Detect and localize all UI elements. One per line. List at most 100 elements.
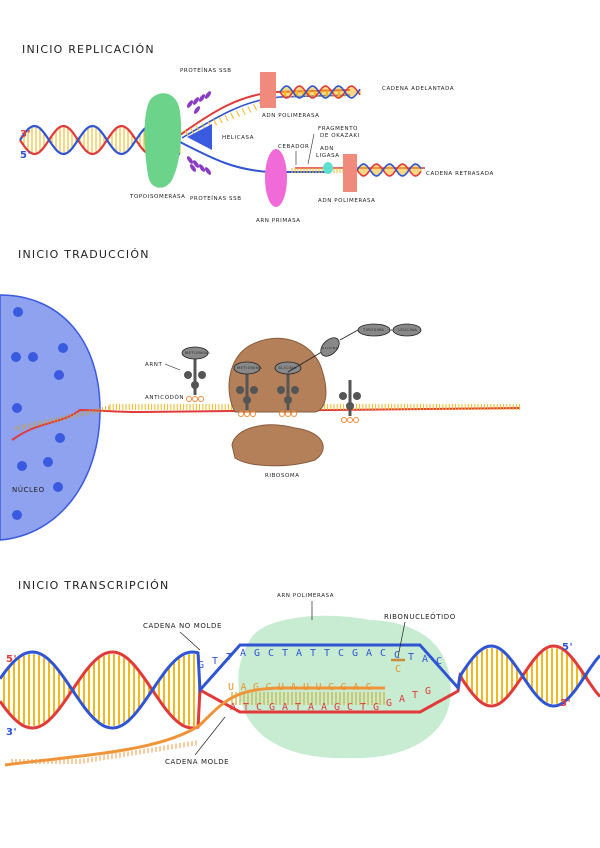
ssb-protein [192,97,200,105]
anticodon-base [192,396,198,402]
anticodon-label: ANTICODÓN [145,394,184,401]
template-base: C [256,702,262,713]
cebador-label: CEBADOR [278,144,309,150]
trna-loop [191,381,199,389]
nucleus-dot [54,370,64,380]
base-pair [247,106,252,113]
tx-3prime-right: 3' [560,698,571,709]
rna-base-letter: A [291,682,297,693]
non-template-base: A [422,654,428,665]
rna-strand [4,686,385,767]
base-pair [235,110,240,117]
arn-primasa-label: ARN PRIMASA [256,218,301,224]
template-base: C [347,702,353,713]
amino-acid-chain-2-label: TIROSINA [362,328,384,332]
nucleus-dot [13,307,23,317]
tx-5prime-left: 5' [6,654,17,665]
template-base: A [282,702,288,713]
translation-section: INICIO TRADUCCIÓN NÚCLEO RIBOSOMA METION… [0,248,521,541]
transcription-title: INICIO TRANSCRIPCIÓN [18,579,169,592]
ssb-proteins-top [186,91,212,114]
label-5prime: 5' [20,150,31,161]
base-pair [241,108,246,115]
left-dna-rungs [3,654,200,726]
ssb-protein [186,156,194,164]
rna-base-letter: U [316,682,322,693]
nucleo-label: NÚCLEO [12,485,45,494]
rna-base-letter: G [341,682,347,693]
base-pair [218,116,223,124]
non-template-base: C [436,656,442,667]
template-base: A [399,694,405,705]
rna-base-letter: C [366,682,372,693]
nucleus-dot [55,433,65,443]
non-template-base: C [268,648,274,659]
adn-ligasa-label-1: ADN [320,146,334,152]
translation-title: INICIO TRADUCCIÓN [18,248,150,261]
ssb-bottom-label: PROTEÍNAS SSB [190,195,242,202]
non-template-base: T [324,648,330,659]
ribonucleotido-pointer [397,621,406,658]
topoisomerasa-label: TOPOISOMERASA [129,194,186,200]
fragmento-okazaki-label-1: FRAGMENTO [318,126,358,132]
trna-loop [353,392,361,400]
trna-loop [291,386,299,394]
trna-molecules: METIONINA METIONINA GLICINA [181,346,361,423]
nucleus-dot [12,510,22,520]
rna-base-letter: U [278,682,284,693]
non-template-base: T [226,652,232,663]
cadena-molde-label: CADENA MOLDE [165,758,229,766]
mrna-strand [11,407,521,441]
ssb-protein [204,167,212,175]
amino-acid-label: GLICINA [278,366,296,370]
base-pair [224,114,229,122]
rna-base-letter: C [266,682,272,693]
template-base: T [243,702,249,713]
non-template-base: T [408,652,414,663]
trna-loop [346,402,354,410]
cadena-no-molde-label: CADENA NO MOLDE [143,622,222,630]
nucleus-dot [58,343,68,353]
non-template-base: G [198,660,204,671]
anticodon-base [250,411,256,417]
adn-polimerasa-top-shape [260,72,276,108]
ssb-protein [189,164,197,172]
non-template-strand [0,643,600,730]
right-dna-rungs [461,648,588,704]
rna-base-letter: U [228,682,234,693]
fragmento-okazaki-label-2: DE OKAZAKI [320,133,360,139]
non-template-base: C [338,648,344,659]
free-ribonucleotide-letter: C [395,664,401,675]
label-3prime: 3' [20,129,31,140]
trna-loop [236,386,244,394]
tx-3prime-left: 3' [6,727,17,738]
cadena-retrasada-label: CADENA RETRASADA [426,171,494,177]
arnt-label: ARNt [145,362,162,368]
template-base: G [373,702,379,713]
base-pair [253,104,258,111]
ssb-protein [204,91,212,99]
ssb-protein [198,164,206,172]
okazaki-pointer [307,133,315,165]
amino-acid [233,361,261,375]
amino-acid-chain-1 [320,337,340,357]
ssb-protein [193,106,201,114]
rna-base-letter: C [328,682,334,693]
ssb-proteins-bottom [186,156,212,175]
amino-acid-label: METIONINA [185,351,210,355]
template-base: A [308,702,314,713]
non-template-base: T [212,656,218,667]
anticodon-base [285,411,291,417]
adn-polimerasa-bottom-shape [343,154,357,192]
trna-loop [198,371,206,379]
topoisomerasa-shape [144,93,182,188]
amino-acid-label: METIONINA [237,366,262,370]
nucleus-dot [43,457,53,467]
base-pair [184,129,189,137]
cadena-adelantada-label: CADENA ADELANTADA [382,86,454,92]
trna-loop [184,371,192,379]
ribonucleotido-label: RIBONUCLEÓTIDO [384,612,456,621]
base-pair [195,125,200,132]
